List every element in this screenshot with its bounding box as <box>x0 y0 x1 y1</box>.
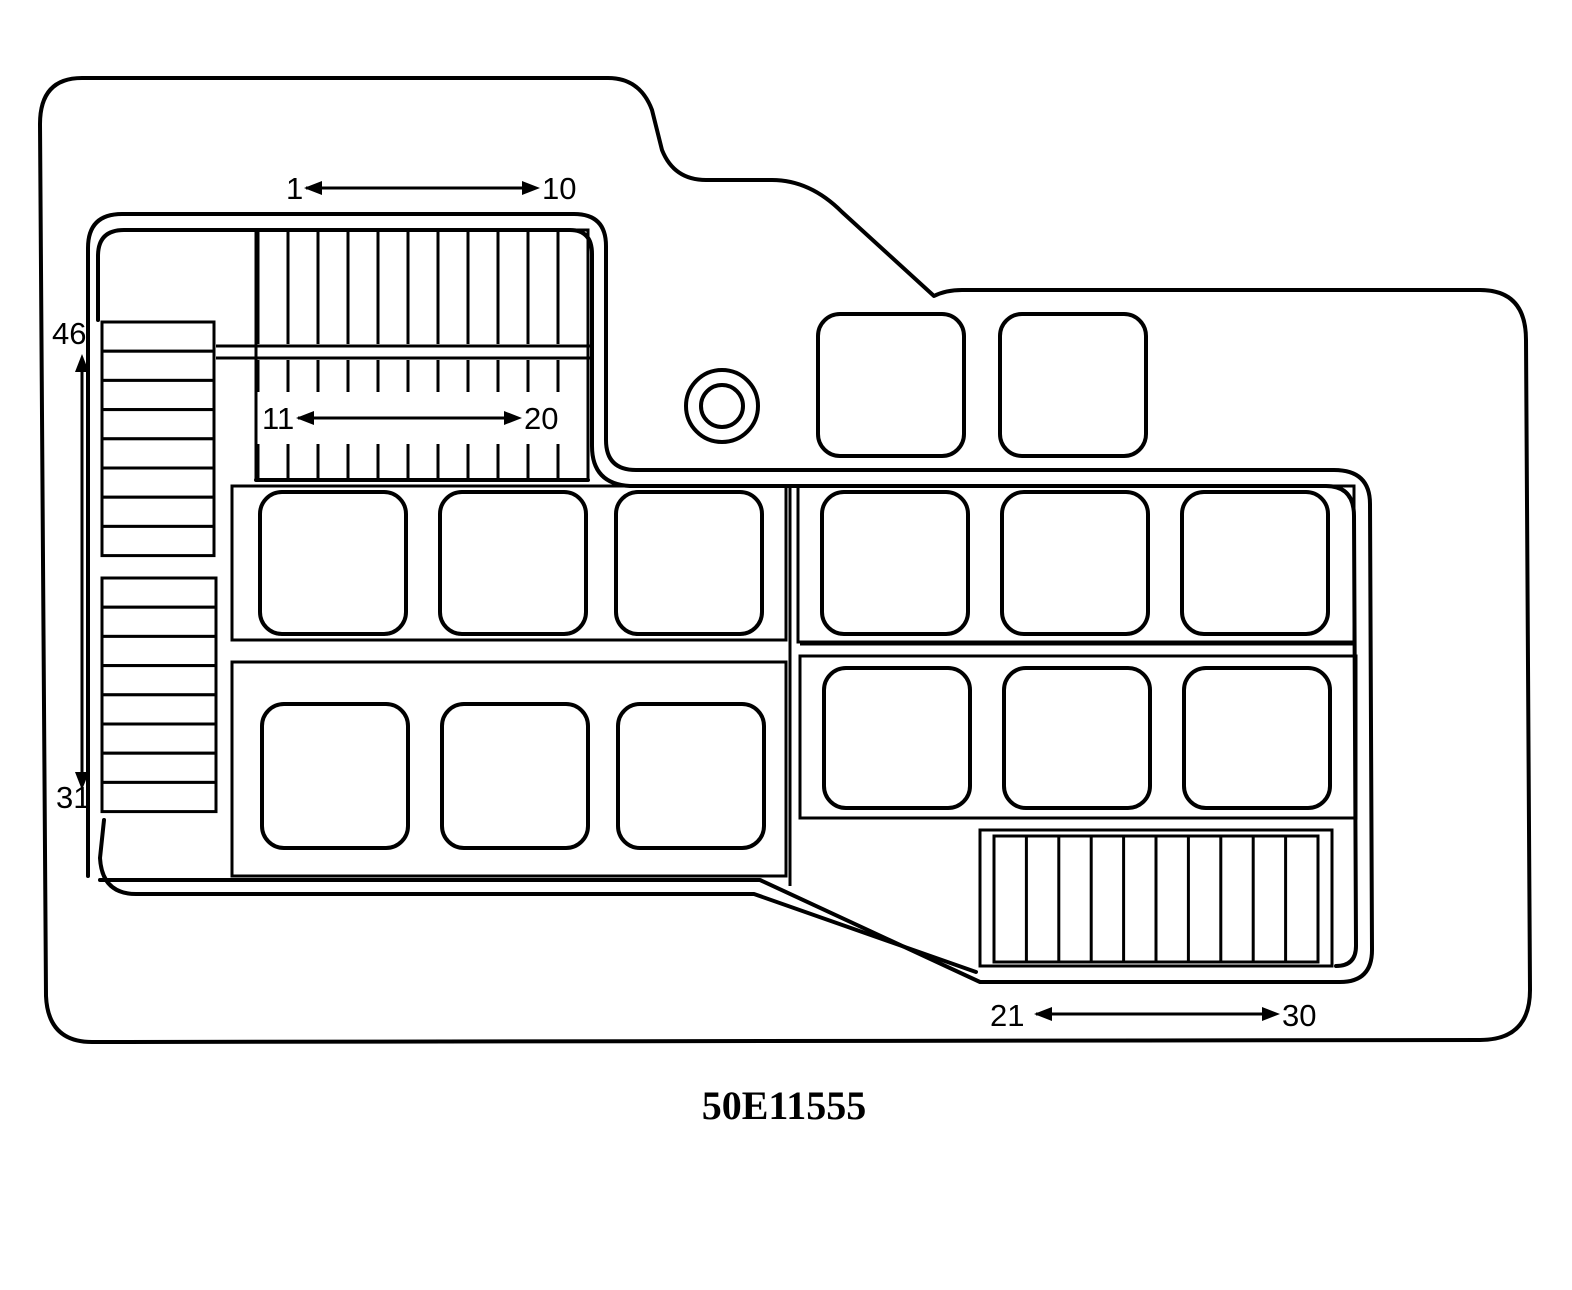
inner-frame-outer <box>86 212 1374 984</box>
relay-slot <box>438 490 588 636</box>
diagram-caption: 50E11555 <box>701 1083 867 1128</box>
relay-slot <box>1182 666 1332 810</box>
arrow-21-30 <box>1034 1007 1280 1021</box>
fuse-slot-44 <box>100 378 216 412</box>
relay-slot <box>822 666 972 810</box>
label-31: 31 <box>56 780 90 815</box>
arrow-31-46 <box>75 354 89 790</box>
fuse-slot-46 <box>100 320 216 353</box>
fuse-slot-36 <box>100 634 218 668</box>
relay-slot <box>1000 490 1150 636</box>
mounting-stud <box>684 368 760 444</box>
relay-slot <box>258 490 408 636</box>
fuse-column-31-46 <box>100 320 218 814</box>
relay-panel-left-top <box>230 484 788 642</box>
fuse-box-housing <box>38 76 1532 1044</box>
fuse-slot-41 <box>100 466 216 499</box>
inner-frame-inner <box>98 818 978 974</box>
relay-slot <box>440 702 590 850</box>
relay-slot <box>616 702 766 850</box>
arrow-11-20 <box>296 411 522 425</box>
fuse-slot-35 <box>100 664 218 697</box>
fuse-slot-33 <box>100 722 218 755</box>
fuse-slot-38 <box>100 576 218 609</box>
fuse-slot-42 <box>100 437 216 470</box>
fuse-bank-1-20 <box>216 228 592 482</box>
fuse-slot-40 <box>100 495 216 528</box>
relay-panel-left-bottom <box>230 660 788 878</box>
relay-panel-right-bottom <box>798 654 1358 820</box>
relay-slot <box>1180 490 1330 636</box>
label-10: 10 <box>542 171 576 206</box>
arrow-1-10 <box>304 181 540 195</box>
relay-panel-right-top <box>796 484 1356 644</box>
fuse-slot-34 <box>100 693 218 726</box>
relay-slot <box>260 702 410 850</box>
relay-slot <box>614 490 764 636</box>
label-11: 11 <box>262 401 294 436</box>
label-1: 1 <box>286 171 303 206</box>
label-20: 20 <box>524 401 558 436</box>
inner-frame-inner-top <box>96 228 1358 968</box>
relay-slot <box>1002 666 1152 810</box>
fuse-slot-45 <box>100 349 216 382</box>
label-46: 46 <box>52 316 86 351</box>
fuse-slot-32 <box>100 751 218 784</box>
relay-slot <box>998 312 1148 458</box>
fuse-slot-39 <box>100 524 216 558</box>
relay-slot <box>820 490 970 636</box>
fuse-slot-37 <box>100 605 218 638</box>
label-30: 30 <box>1282 998 1316 1033</box>
fuse-slot-43 <box>100 408 216 441</box>
fuse-slot-31 <box>100 780 218 814</box>
label-21: 21 <box>990 998 1024 1033</box>
relay-slot <box>816 312 966 458</box>
fuse-bank-21-30 <box>978 828 1334 968</box>
